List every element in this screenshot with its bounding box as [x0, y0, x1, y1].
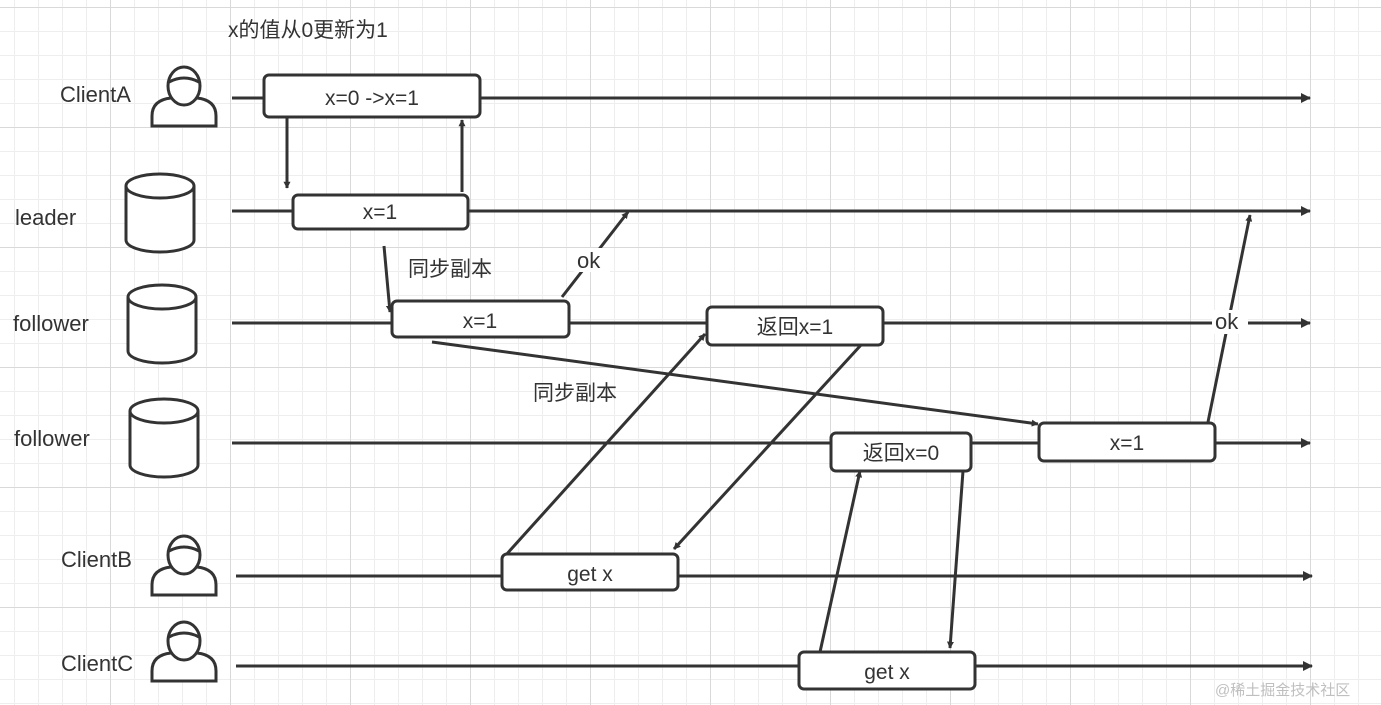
- box-follower-2-return: 返回x=0: [829, 431, 973, 473]
- box-client-b-get: get x: [500, 552, 680, 592]
- arrow-sync-to-follower-2: [431, 340, 1039, 427]
- svg-text:x=1: x=1: [463, 310, 497, 333]
- label-ok-follower-1: ok: [577, 248, 601, 273]
- database-icon: [128, 397, 200, 479]
- svg-text:get x: get x: [567, 563, 613, 586]
- database-icon: [126, 283, 198, 365]
- svg-text:返回x=1: 返回x=1: [757, 316, 833, 339]
- diagram-title: x的值从0更新为1: [228, 19, 388, 42]
- box-client-c-get: get x: [797, 650, 977, 691]
- svg-text:返回x=0: 返回x=0: [863, 442, 939, 465]
- arrow-follower-1-to-client-b: [672, 331, 874, 551]
- lane-label-client-b: ClientB: [61, 547, 132, 572]
- arrow-client-b-to-follower-1: [503, 332, 707, 558]
- arrow-client-c-to-follower-2: [818, 470, 863, 653]
- arrow-follower-2-to-client-c: [946, 470, 965, 649]
- arrow-leader-to-follower-1: [382, 245, 393, 313]
- lane-label-client-a: ClientA: [60, 82, 131, 107]
- label-ok-follower-2: ok: [1215, 309, 1239, 334]
- box-follower-2-write: x=1: [1037, 421, 1217, 463]
- box-client-a-update: x=0 ->x=1: [262, 73, 482, 119]
- svg-text:x=0 ->x=1: x=0 ->x=1: [325, 87, 419, 110]
- database-icon: [124, 172, 196, 254]
- lane-label-leader: leader: [15, 205, 76, 230]
- user-icon: [150, 534, 218, 597]
- box-follower-1-write: x=1: [390, 299, 571, 339]
- svg-text:x=1: x=1: [363, 201, 397, 224]
- label-sync-replica-1: 同步副本: [408, 258, 492, 281]
- lane-label-follower-2: follower: [14, 426, 90, 451]
- watermark: @稀土掘金技术社区: [1215, 682, 1350, 699]
- svg-text:get x: get x: [864, 661, 910, 684]
- box-follower-1-return: 返回x=1: [705, 305, 885, 347]
- svg-text:x=1: x=1: [1110, 432, 1144, 455]
- lane-label-client-c: ClientC: [61, 651, 133, 676]
- box-leader-write: x=1: [291, 193, 470, 231]
- label-sync-replica-2: 同步副本: [533, 382, 617, 405]
- lane-label-follower-1: follower: [13, 311, 89, 336]
- user-icon: [150, 620, 218, 683]
- user-icon: [150, 65, 218, 128]
